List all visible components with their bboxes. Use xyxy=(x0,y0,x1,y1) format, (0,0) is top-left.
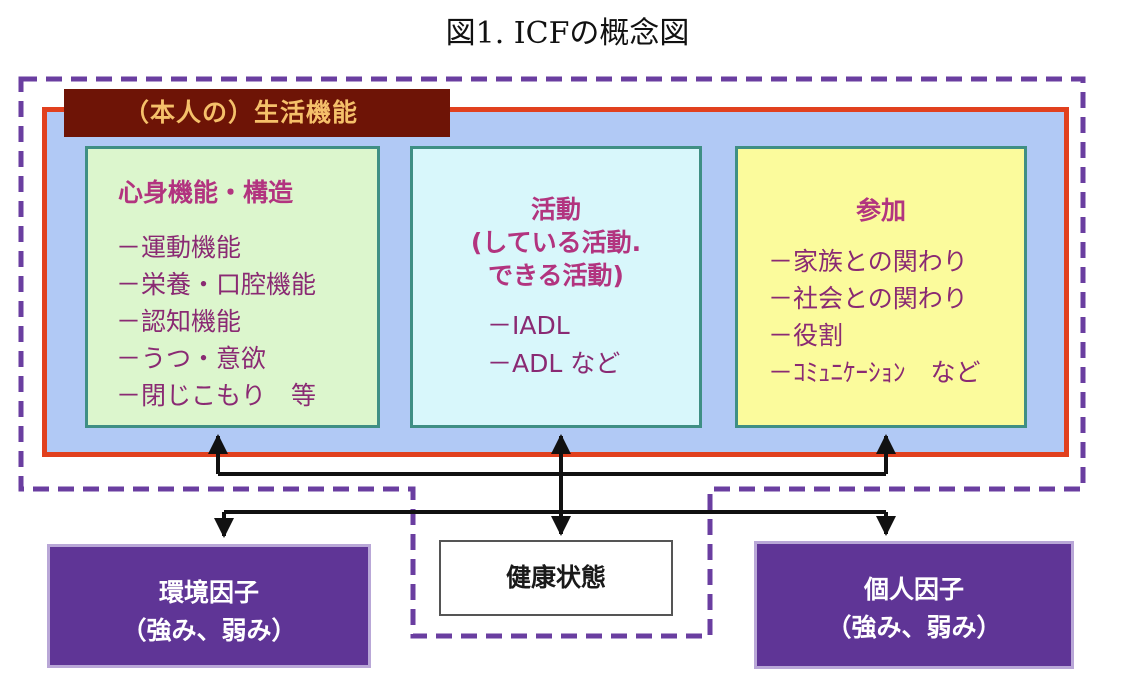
participation-list: －家族との関わり －社会との関わり －役割 －ｺﾐｭﾆｹｰｼｮﾝ など xyxy=(768,243,981,391)
personal-factors-label: 個人因子 xyxy=(863,575,964,604)
list-item: －認知機能 xyxy=(116,307,242,336)
list-item: －IADL xyxy=(487,311,570,340)
personal-factors-box: 個人因子 （強み、弱み） xyxy=(754,541,1074,669)
list-item: －社会との関わり xyxy=(768,284,968,313)
activity-heading-line: 活動 xyxy=(530,195,581,224)
body-functions-heading: 心身機能・構造 xyxy=(118,178,294,207)
activity-heading: 活動 (している活動. できる活動) xyxy=(413,193,699,292)
participation-box: 参加 －家族との関わり －社会との関わり －役割 －ｺﾐｭﾆｹｰｼｮﾝ など xyxy=(735,146,1027,428)
list-item: －閉じこもり 等 xyxy=(116,381,317,410)
list-item: －栄養・口腔機能 xyxy=(116,270,317,299)
list-item: －運動機能 xyxy=(116,233,242,262)
environmental-factors-sublabel: （強み、弱み） xyxy=(121,616,297,645)
activity-box: 活動 (している活動. できる活動) －IADL －ADL など xyxy=(410,146,702,428)
list-item: －うつ・意欲 xyxy=(116,344,267,373)
list-item: －ｺﾐｭﾆｹｰｼｮﾝ など xyxy=(768,358,981,387)
diagram-title: 図1. ICFの概念図 xyxy=(445,16,690,51)
list-item: －ADL など xyxy=(487,349,621,378)
activity-heading-line: できる活動) xyxy=(488,261,624,290)
functioning-label: （本人の）生活機能 xyxy=(64,89,450,137)
personal-factors-sublabel: （強み、弱み） xyxy=(826,613,1002,642)
body-functions-list: －運動機能 －栄養・口腔機能 －認知機能 －うつ・意欲 －閉じこもり 等 xyxy=(116,229,316,414)
activity-list: －IADL －ADL など xyxy=(487,307,620,383)
body-functions-box: 心身機能・構造 －運動機能 －栄養・口腔機能 －認知機能 －うつ・意欲 －閉じこ… xyxy=(85,146,380,428)
participation-heading: 参加 xyxy=(855,196,906,225)
environmental-factors-label: 環境因子 xyxy=(158,578,259,607)
activity-heading-line: (している活動. xyxy=(470,228,642,257)
environmental-factors-box: 環境因子 （強み、弱み） xyxy=(47,544,371,668)
list-item: －役割 xyxy=(768,321,844,350)
health-condition-box: 健康状態 xyxy=(439,540,673,616)
list-item: －家族との関わり xyxy=(768,247,968,276)
